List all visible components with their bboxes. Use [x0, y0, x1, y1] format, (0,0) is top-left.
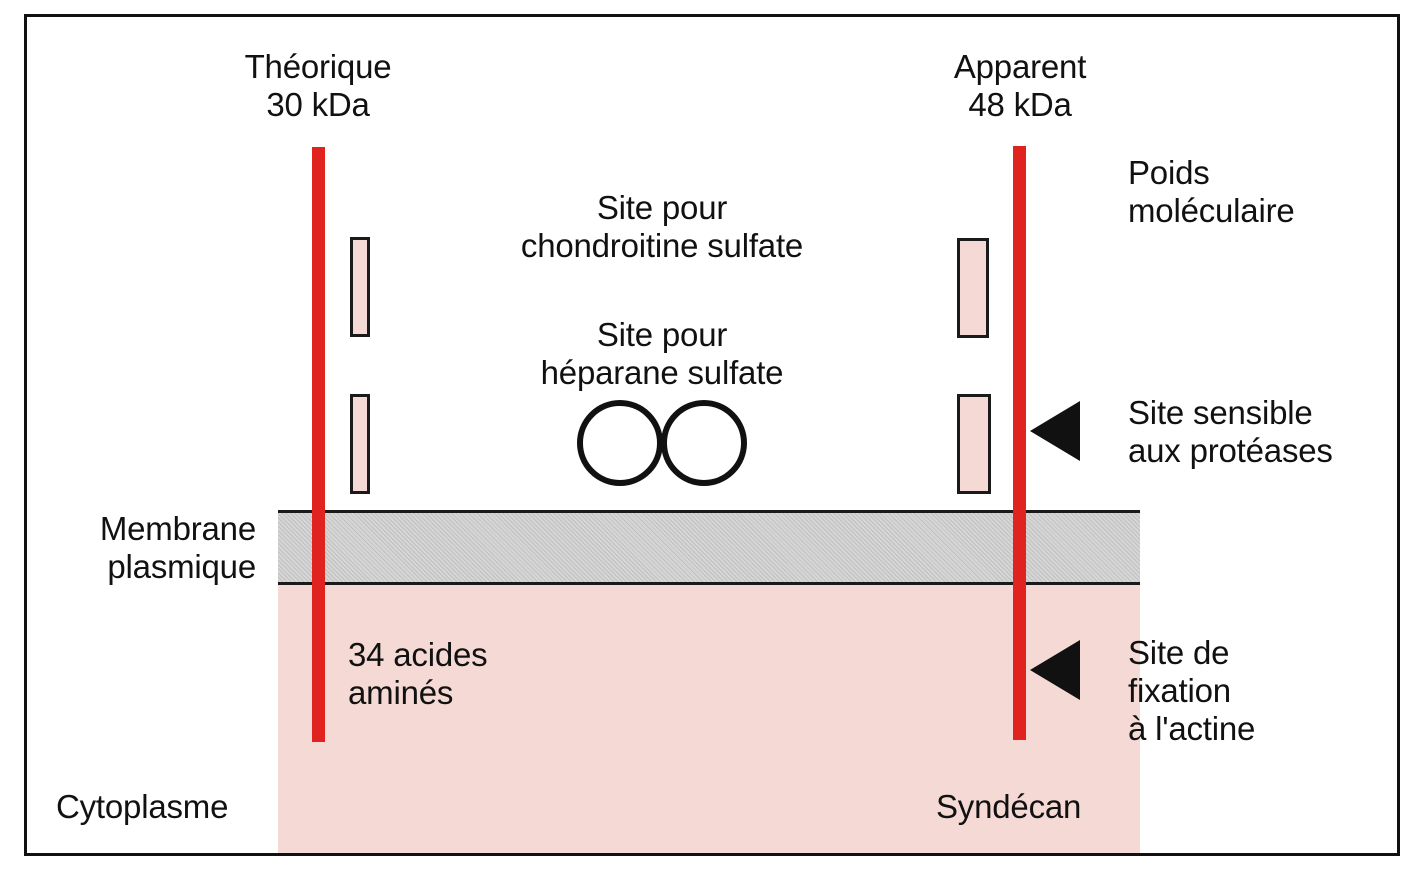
actin-binding-site-label: Site de fixation à l'actine — [1128, 634, 1256, 747]
actin-site-pointer-icon — [1030, 640, 1080, 700]
left-heparan-site-marker — [350, 394, 370, 494]
right-chondroitin-site-marker — [957, 238, 989, 338]
cytoplasm-region — [278, 585, 1140, 853]
syndecan-label: Syndécan — [936, 788, 1082, 825]
right-heparan-site-marker — [957, 394, 991, 494]
molecular-weight-label: Poids moléculaire — [1128, 154, 1295, 229]
diagram-frame — [24, 14, 1400, 856]
apparent-protein-bar — [1013, 146, 1026, 740]
cytoplasm-label: Cytoplasme — [56, 788, 229, 825]
chondroitin-sulfate-site-label: Site pour chondroitine sulfate — [520, 189, 804, 264]
amino-acids-label: 34 acides aminés — [348, 636, 488, 711]
left-chondroitin-site-marker — [350, 237, 370, 337]
protease-site-pointer-icon — [1030, 401, 1080, 461]
plasma-membrane-label: Membrane plasmique — [99, 510, 256, 585]
theoretical-protein-bar — [312, 147, 325, 742]
theoretical-weight-label: Théorique 30 kDa — [244, 48, 392, 123]
apparent-weight-label: Apparent 48 kDa — [953, 48, 1087, 123]
heparan-sulfate-site-label: Site pour héparane sulfate — [540, 316, 784, 391]
protease-sensitive-site-label: Site sensible aux protéases — [1128, 394, 1333, 469]
heparan-sulfate-double-ring-icon — [577, 400, 747, 486]
plasma-membrane-band — [278, 510, 1140, 585]
